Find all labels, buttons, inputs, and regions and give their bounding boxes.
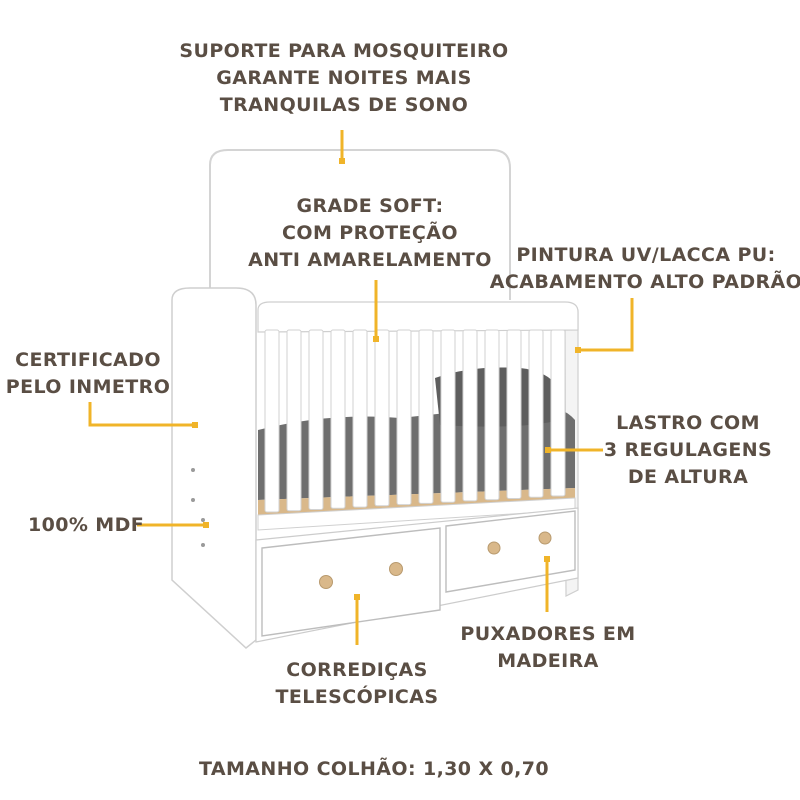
drawer-right (445, 510, 576, 593)
callout-line: TELESCÓPICAS (275, 686, 439, 708)
crib-slat (352, 329, 368, 508)
callout-corredicas: CORREDIÇAS TELESCÓPICAS (276, 657, 439, 711)
callout-puxadores: PUXADORES EM MADEIRA (460, 621, 635, 675)
footer-size-text: TAMANHO COLHÃO: 1,30 X 0,70 (199, 756, 549, 783)
callout-line: GRADE SOFT: (296, 195, 444, 217)
callout-line: MADEIRA (497, 650, 599, 672)
crib-slat (528, 329, 544, 498)
callout-mdf: 100% MDF (28, 512, 144, 539)
wooden-knobs (319, 531, 552, 589)
left-side-panel (171, 287, 257, 649)
callout-line: ACABAMENTO ALTO PADRÃO (489, 271, 800, 293)
callout-line: CERTIFICADO (15, 349, 161, 371)
crib-slat (462, 329, 478, 502)
crib-slat (286, 329, 302, 512)
mosquito-net-support (209, 149, 511, 300)
callout-pintura: PINTURA UV/LACCA PU: ACABAMENTO ALTO PAD… (490, 242, 800, 296)
callout-mosquiteiro: SUPORTE PARA MOSQUITEIRO GARANTE NOITES … (179, 38, 508, 119)
callout-grade-soft: GRADE SOFT: COM PROTEÇÃO ANTI AMARELAMEN… (248, 193, 492, 274)
crib-slats (264, 329, 566, 513)
crib-slat (308, 329, 324, 510)
crib-slat (330, 329, 346, 509)
callout-line: COM PROTEÇÃO (282, 222, 458, 244)
callout-line: SUPORTE PARA MOSQUITEIRO (179, 40, 509, 62)
callout-line: PELO INMETRO (5, 376, 171, 398)
callout-line: TRANQUILAS DE SONO (219, 94, 469, 116)
crib-slat (374, 329, 390, 507)
drawer-left (261, 527, 441, 637)
callout-line: GARANTE NOITES MAIS (216, 67, 472, 89)
crib-slat (484, 329, 500, 501)
callout-line: ANTI AMARELAMENTO (248, 249, 492, 271)
callout-certificado: CERTIFICADO PELO INMETRO (6, 347, 171, 401)
crib-slat (396, 329, 412, 506)
callout-line: PUXADORES EM (460, 623, 636, 645)
crib-slat (440, 329, 456, 503)
callout-line: 3 REGULAGENS (603, 439, 773, 461)
callout-line: DE ALTURA (627, 466, 749, 488)
crib-slat (418, 329, 434, 504)
crib-slat (550, 329, 566, 497)
crib-slat (506, 329, 522, 499)
callout-line: LASTRO COM (616, 412, 760, 434)
callout-line: CORREDIÇAS (286, 659, 428, 681)
top-rail (257, 301, 579, 333)
callout-lastro: LASTRO COM 3 REGULAGENS DE ALTURA (604, 410, 772, 491)
crib-slat (264, 329, 280, 513)
size-line: TAMANHO COLHÃO: 1,30 X 0,70 (199, 758, 549, 780)
callout-line: PINTURA UV/LACCA PU: (516, 244, 776, 266)
callout-line: 100% MDF (28, 514, 145, 536)
